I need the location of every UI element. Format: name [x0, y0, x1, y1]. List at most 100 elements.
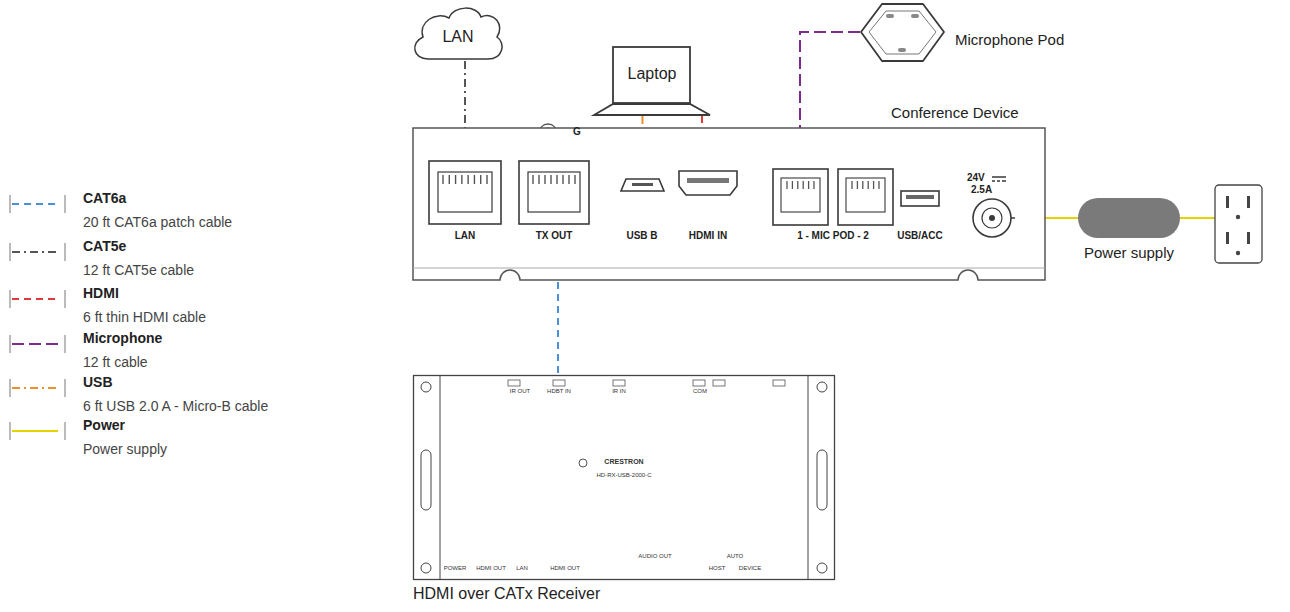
tx-out-port-label: TX OUT: [536, 230, 573, 242]
laptop-base: [594, 104, 710, 115]
outlet-slot: [1247, 196, 1250, 208]
legend-tick: [10, 422, 11, 440]
legend-line: [12, 298, 58, 300]
mounting-slot: [817, 450, 827, 510]
rj45-pin: [467, 175, 468, 184]
panel-label: HOST: [709, 565, 726, 572]
wall-outlet: [1215, 185, 1262, 263]
legend-tick: [65, 243, 66, 261]
panel-label: AUDIO OUT: [638, 553, 671, 560]
mounting-slot: [421, 450, 431, 510]
panel-label: HDMI OUT: [476, 565, 506, 572]
outlet-ground: [1236, 251, 1240, 255]
microphone-pod-label: Microphone Pod: [955, 31, 1064, 48]
microphone-element: [886, 14, 894, 18]
usb-b-port-label: USB B: [626, 230, 657, 242]
microphone-element: [911, 14, 919, 18]
mic-port-pin: [813, 181, 814, 189]
outlet-ground: [1236, 215, 1240, 219]
legend-tick: [10, 379, 11, 397]
dc-symbol: [992, 177, 1006, 181]
mic-port-pin: [803, 181, 804, 189]
legend-description: 20 ft CAT6a patch cable: [83, 214, 232, 230]
legend-tick: [65, 422, 66, 440]
brand-logo: [579, 459, 587, 467]
device-housing: [413, 128, 1045, 280]
outlet-slot: [1226, 196, 1229, 208]
legend-title: HDMI: [83, 285, 119, 301]
rj45-port: [519, 161, 589, 224]
usb-acc-port-label: USB/ACC: [897, 230, 943, 242]
mic-port-pin: [868, 181, 869, 189]
receiver-connector: [508, 380, 520, 386]
legend-tick: [10, 335, 11, 353]
lan-port-label: LAN: [455, 230, 476, 242]
panel-label: AUTO: [727, 553, 744, 560]
hdmi-in-port: HDMI IN: [678, 170, 738, 248]
receiver-connector: [773, 380, 785, 386]
rj45-pin: [550, 175, 551, 184]
microphone-pod: Microphone Pod: [860, 2, 1075, 64]
rj45-pin: [574, 175, 575, 184]
legend-line-sample: [10, 379, 65, 397]
rj45-port: [429, 161, 501, 224]
mounting-hole: [421, 563, 431, 573]
receiver-housing: [414, 376, 835, 580]
rj45-pin: [474, 175, 475, 184]
legend-line-sample: [10, 195, 65, 213]
micro-usb-tongue: [632, 183, 653, 186]
legend-line: [12, 203, 58, 205]
hdmi-receiver-label: HDMI over CATx Receiver: [413, 585, 600, 603]
laptop-screen: [613, 47, 690, 103]
mic-port-pin: [786, 181, 787, 189]
rj45-pin: [449, 175, 450, 184]
power-brick: [1078, 198, 1180, 238]
mic-port-pin: [873, 181, 874, 189]
panel-label: IR IN: [612, 388, 626, 395]
laptop: Laptop: [592, 46, 712, 116]
legend-title: CAT5e: [83, 238, 126, 254]
mic-port-pin: [878, 181, 879, 189]
power-cord: [1180, 217, 1215, 219]
housing-edge: [413, 268, 1045, 269]
hdmi-in-port-label: HDMI IN: [689, 230, 727, 242]
mic-port-opening: [781, 178, 820, 212]
panel-label: DEVICE: [739, 565, 761, 572]
mic-pod-ports: 1 - MIC POD - 2: [772, 168, 894, 248]
power-input-label: 24V: [967, 172, 985, 184]
receiver-connector: [553, 380, 565, 386]
rj45-pin: [538, 175, 539, 184]
rj45-pin: [455, 175, 456, 184]
cloud: LAN: [408, 4, 506, 61]
legend-description: Power supply: [83, 441, 167, 457]
micro-usb-port: [621, 179, 664, 191]
conference-device-label: Conference Device: [891, 104, 1019, 121]
panel-label: IR OUT: [510, 388, 530, 395]
hdmi-port: [679, 171, 737, 195]
panel-label: HDMI OUT: [550, 565, 580, 572]
receiver-connector: [613, 380, 625, 386]
legend-line-sample: [10, 290, 65, 308]
power-input-label: 2.5A: [971, 184, 992, 196]
panel-label: COM: [693, 388, 707, 395]
legend-title: CAT6a: [83, 190, 126, 206]
rj45-pin: [532, 175, 533, 184]
dc-jack-inner: [982, 208, 1002, 228]
conference-device: Conference DeviceLANTX OUTUSB BHDMI IN1 …: [413, 128, 1045, 282]
mic-port-pin: [808, 181, 809, 189]
legend-line-sample: [10, 422, 65, 440]
mic-port: [773, 169, 828, 225]
usb-a-tongue: [906, 195, 934, 199]
microphone-pod-inner: [869, 11, 936, 54]
mic-port-pin: [862, 181, 863, 189]
legend-line-sample: [10, 335, 65, 353]
cloud-label: LAN: [442, 28, 473, 46]
mic-port-pin: [851, 181, 852, 189]
rj45-pin: [562, 175, 563, 184]
rj45-opening: [438, 172, 492, 212]
usb-a-port: [901, 191, 939, 206]
mic-port-pin: [797, 181, 798, 189]
legend-tick: [65, 335, 66, 353]
